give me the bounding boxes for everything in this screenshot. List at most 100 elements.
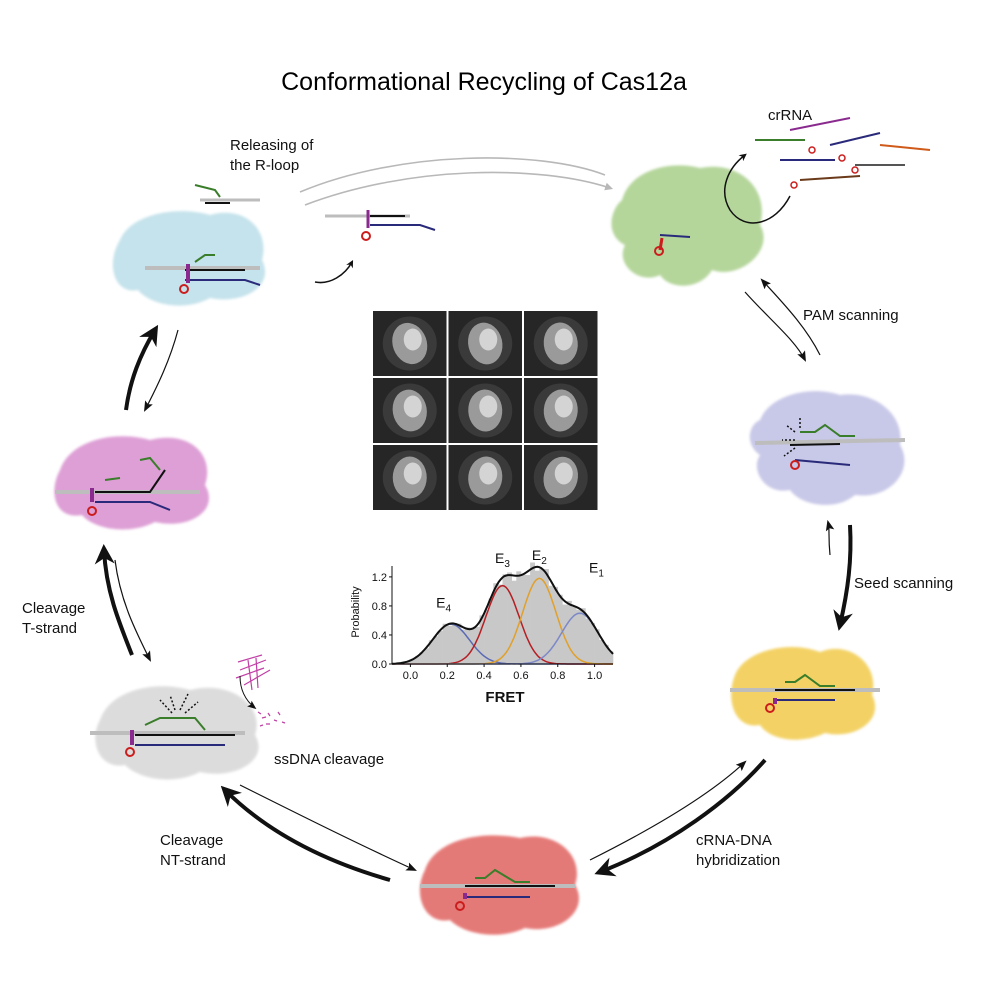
step-labels: crRNA Releasing of the R-loop PAM scanni… bbox=[22, 107, 953, 869]
histogram-bar bbox=[488, 598, 494, 664]
page-title: Conformational Recycling of Cas12a bbox=[281, 68, 687, 96]
x-tick-label: 1.0 bbox=[587, 670, 602, 682]
y-tick-label: 0.4 bbox=[372, 630, 387, 642]
red-state-structure bbox=[419, 835, 579, 935]
yellow-state-structure bbox=[730, 646, 880, 740]
histogram-bar bbox=[507, 572, 513, 664]
x-tick-label: 0.4 bbox=[476, 670, 491, 682]
peak-label-e1: E1 bbox=[589, 560, 604, 580]
histogram-bar bbox=[493, 583, 499, 664]
class-average-cell bbox=[373, 311, 447, 376]
histogram-bar bbox=[576, 609, 582, 664]
class-average-cell bbox=[448, 378, 522, 443]
x-tick-label: 0.8 bbox=[550, 670, 565, 682]
histogram-bar bbox=[465, 627, 471, 664]
histogram-bar bbox=[461, 629, 466, 664]
lavender-state-structure bbox=[749, 391, 906, 505]
histogram-bar bbox=[539, 569, 545, 664]
x-tick-label: 0.0 bbox=[403, 670, 418, 682]
x-tick-label: 0.2 bbox=[440, 670, 455, 682]
cyan-state-structure bbox=[112, 211, 266, 306]
cleavage-t-label-line1: Cleavage bbox=[22, 600, 85, 617]
histogram-bar bbox=[410, 659, 416, 664]
cleavage-nt-label-line2: NT-strand bbox=[160, 852, 226, 869]
hybridization-label-line2: hybridization bbox=[696, 852, 780, 869]
class-average-cell bbox=[373, 378, 447, 443]
crrna-label: crRNA bbox=[768, 107, 812, 124]
histogram-bar bbox=[599, 639, 605, 664]
histogram-bar bbox=[456, 623, 462, 664]
histogram-bar bbox=[405, 661, 411, 664]
released-rloop-fragment bbox=[194, 184, 260, 204]
histogram-bar bbox=[474, 626, 480, 664]
gray-state-structure bbox=[90, 686, 259, 780]
histogram-bar bbox=[553, 586, 559, 664]
histogram-bar bbox=[589, 622, 595, 664]
histogram-bar bbox=[543, 569, 549, 664]
fret-total-fit bbox=[391, 565, 614, 665]
histogram-bar bbox=[497, 584, 503, 664]
histogram-bar bbox=[603, 644, 609, 664]
histogram-bar bbox=[484, 610, 489, 664]
green-state-structure bbox=[611, 165, 764, 286]
fret-ylabel: Probability bbox=[350, 586, 362, 638]
histogram-bar bbox=[562, 604, 568, 664]
histogram-bar bbox=[424, 648, 430, 664]
class-average-cell bbox=[448, 311, 522, 376]
crrna-fragments bbox=[755, 117, 931, 189]
pink-state-structure bbox=[54, 436, 209, 530]
x-tick-label: 0.6 bbox=[513, 670, 528, 682]
fret-xlabel: FRET bbox=[485, 689, 524, 706]
cycle-arrows bbox=[94, 153, 853, 882]
histogram-bar bbox=[557, 594, 563, 664]
class-averages-grid bbox=[372, 310, 599, 511]
peak-label-e3: E3 bbox=[495, 550, 510, 570]
histogram-bar bbox=[571, 606, 577, 664]
histogram-bar bbox=[511, 580, 517, 664]
ssdna-debris bbox=[235, 654, 286, 727]
hybridization-label-line1: cRNA-DNA bbox=[696, 832, 772, 849]
histogram-bar bbox=[530, 562, 536, 664]
releasing-label-line1: Releasing of bbox=[230, 137, 314, 154]
class-average-cell bbox=[524, 445, 598, 510]
peak-label-e4: E4 bbox=[436, 594, 451, 614]
histogram-bar bbox=[479, 615, 485, 664]
histogram-bar bbox=[419, 652, 425, 664]
class-average-cell bbox=[524, 311, 598, 376]
histogram-bar bbox=[580, 608, 586, 664]
histogram-bar bbox=[520, 574, 526, 664]
ssdna-cleavage-label: ssDNA cleavage bbox=[274, 751, 384, 768]
class-average-cell bbox=[448, 445, 522, 510]
histogram-bar bbox=[534, 570, 540, 664]
histogram-bar bbox=[433, 636, 439, 664]
y-tick-label: 0.0 bbox=[372, 659, 387, 671]
histogram-bar bbox=[566, 600, 572, 664]
cleavage-t-label-line2: T-strand bbox=[22, 620, 77, 637]
cleavage-nt-label-line1: Cleavage bbox=[160, 832, 223, 849]
releasing-label-line2: the R-loop bbox=[230, 157, 299, 174]
histogram-bar bbox=[502, 574, 508, 664]
peak-label-e2: E2 bbox=[532, 547, 547, 567]
histogram-bar bbox=[447, 625, 453, 664]
histogram-bar bbox=[428, 640, 434, 664]
histogram-bar bbox=[438, 630, 443, 664]
histogram-bar bbox=[548, 585, 554, 664]
histogram-bar bbox=[585, 618, 591, 664]
pam-scanning-label: PAM scanning bbox=[803, 307, 899, 324]
histogram-bar bbox=[442, 623, 448, 664]
histogram-bar bbox=[608, 651, 614, 664]
class-average-cell bbox=[524, 378, 598, 443]
released-complex bbox=[325, 210, 436, 241]
class-average-cell bbox=[373, 445, 447, 510]
histogram-bar bbox=[415, 656, 420, 664]
histogram-bar bbox=[451, 623, 457, 664]
histogram-bar bbox=[525, 575, 531, 664]
y-tick-label: 1.2 bbox=[372, 572, 387, 584]
histogram-bar bbox=[594, 629, 600, 664]
seed-scanning-label: Seed scanning bbox=[854, 575, 953, 592]
histogram-bar bbox=[470, 628, 476, 664]
